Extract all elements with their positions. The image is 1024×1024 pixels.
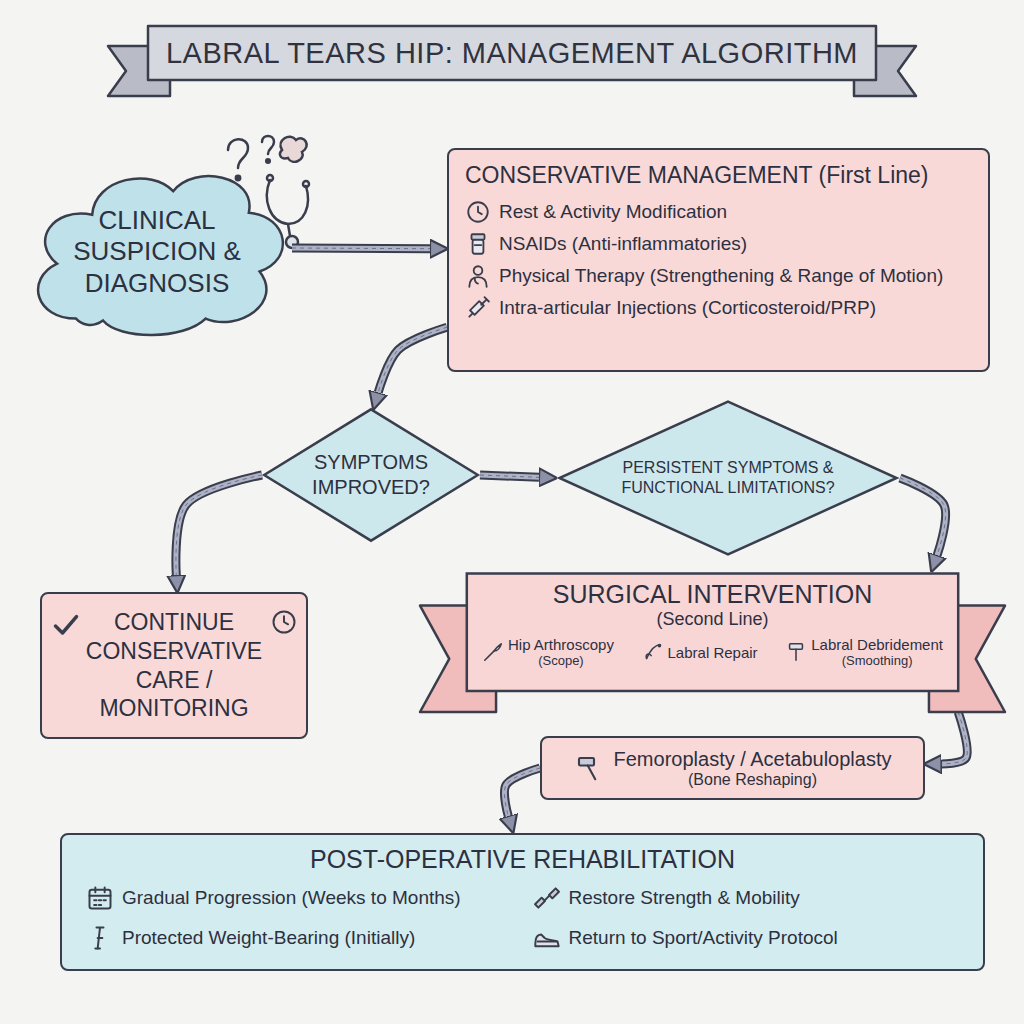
title-ribbon — [108, 26, 916, 96]
start-label: CLINICAL SUSPICION & DIAGNOSIS — [65, 205, 250, 299]
arrow-body — [378, 327, 447, 392]
rehab-item: Protected Weight-Bearing (Initially) — [86, 924, 513, 952]
item-label: Labral Repair — [668, 644, 758, 661]
list-row: Rest & Activity Modification — [465, 199, 972, 225]
continue-node: CONTINUE CONSERVATIVE CARE / MONITORING — [40, 592, 308, 739]
arrow-outline — [900, 478, 946, 555]
hammer-icon — [574, 753, 604, 783]
arrow-dash — [900, 478, 946, 555]
rehab-item: Return to Sport/Activity Protocol — [533, 924, 960, 952]
list-item: Physical Therapy (Strengthening & Range … — [499, 265, 943, 287]
arrow-outline — [942, 712, 968, 764]
crutch-icon — [86, 924, 114, 952]
arrow-outline — [292, 244, 430, 254]
arrow-body — [480, 475, 539, 477]
arrow-outline — [378, 327, 447, 392]
flow-arrow — [900, 478, 946, 555]
post-node: POST-OPERATIVE REHABILITATION Gradual Pro… — [60, 833, 985, 971]
decision-diamond — [556, 400, 900, 556]
arrow-body — [292, 246, 430, 252]
arrow-dash — [504, 768, 540, 816]
rehab-label: Return to Sport/Activity Protocol — [569, 927, 838, 949]
clock-icon — [270, 608, 298, 636]
surgery-item: Labral Repair — [642, 636, 758, 668]
flow-arrow — [504, 768, 540, 816]
item-label: Hip Arthroscopy — [508, 636, 614, 653]
list-row: NSAIDs (Anti-inflammatories) — [465, 231, 972, 257]
scalpel-icon — [482, 641, 504, 663]
list-row: Physical Therapy (Strengthening & Range … — [465, 263, 972, 289]
item-grid: Gradual Progression (Weeks to Months) Res… — [86, 884, 959, 952]
surgery-item: Hip Arthroscopy(Scope) — [482, 636, 614, 668]
doctor-icon — [465, 263, 491, 289]
syringe-icon — [465, 295, 491, 321]
item-row: Hip Arthroscopy(Scope) Labral Repair Labra… — [482, 636, 943, 668]
flow-arrow — [480, 475, 539, 477]
item-text: Labral Repair — [668, 644, 758, 661]
arrow-dash — [480, 475, 539, 477]
list-item: Intra-articular Injections (Corticostero… — [499, 297, 876, 319]
flow-arrow — [292, 248, 430, 250]
list-item: Rest & Activity Modification — [499, 201, 727, 223]
box-heading: POST-OPERATIVE REHABILITATION — [86, 845, 959, 874]
rehab-item: Gradual Progression (Weeks to Months) — [86, 884, 513, 912]
surgery-item: Labral Debridement(Smoothing) — [785, 636, 943, 668]
cloud-node: CLINICAL SUSPICION & DIAGNOSIS — [22, 150, 292, 346]
femoro-node: Femoroplasty / Acetabuloplasty(Bone Resh… — [540, 736, 925, 800]
rehab-label: Gradual Progression (Weeks to Months) — [122, 887, 461, 909]
title: LABRAL TEARS HIP: MANAGEMENT ALGORITHM — [148, 26, 876, 80]
arrow-dash — [292, 248, 430, 250]
needle-icon — [642, 641, 664, 663]
rehab-item: Restore Strength & Mobility — [533, 884, 960, 912]
arrow-body — [942, 712, 968, 764]
decision-label: PERSISTENT SYMPTOMS & FUNCTIONAL LIMITAT… — [611, 458, 845, 498]
procedure-label: Femoroplasty / Acetabuloplasty — [614, 748, 892, 771]
box-subheading: (Second Line) — [482, 609, 943, 630]
item-text: Labral Debridement(Smoothing) — [811, 636, 943, 668]
decision-diamond — [262, 408, 480, 542]
decision-label: SYMPTOMS IMPROVED? — [297, 450, 445, 500]
diamond-node: SYMPTOMS IMPROVED? — [262, 408, 480, 542]
item-note: (Scope) — [508, 653, 614, 668]
dumbbell-icon — [533, 884, 561, 912]
item-text: Femoroplasty / Acetabuloplasty(Bone Resh… — [614, 748, 892, 789]
flow-arrow — [378, 327, 447, 392]
arrow-body — [504, 768, 540, 816]
calendar-icon — [86, 884, 114, 912]
item-label: Labral Debridement — [811, 636, 943, 653]
item-text: Hip Arthroscopy(Scope) — [508, 636, 614, 668]
list-item: NSAIDs (Anti-inflammatories) — [499, 233, 747, 255]
box-heading: CONSERVATIVE MANAGEMENT (First Line) — [465, 162, 972, 189]
ribbon-node: SURGICAL INTERVENTION(Second Line) Hip Ar… — [420, 572, 1005, 712]
diamond-node: PERSISTENT SYMPTOMS & FUNCTIONAL LIMITAT… — [556, 400, 900, 556]
check-icon — [52, 612, 80, 640]
outcome-label: CONTINUE CONSERVATIVE CARE / MONITORING — [82, 608, 266, 723]
flow-arrow — [942, 712, 968, 764]
procedure-note: (Bone Reshaping) — [614, 771, 892, 789]
item-note: (Smoothing) — [811, 653, 943, 668]
razor-icon — [785, 641, 807, 663]
arrow-body — [176, 475, 262, 575]
arrow-body — [900, 478, 946, 555]
arrow-dash — [942, 712, 968, 764]
list-node: CONSERVATIVE MANAGEMENT (First Line) Rest… — [447, 148, 990, 372]
rehab-label: Protected Weight-Bearing (Initially) — [122, 927, 415, 949]
arrow-outline — [504, 768, 540, 816]
arrow-dash — [378, 327, 447, 392]
flow-arrow — [176, 475, 262, 575]
arrow-outline — [480, 475, 539, 477]
rehab-label: Restore Strength & Mobility — [569, 887, 800, 909]
clock-icon — [465, 199, 491, 225]
arrow-outline — [176, 475, 262, 575]
list-row: Intra-articular Injections (Corticostero… — [465, 295, 972, 321]
pill-icon — [465, 231, 491, 257]
shoe-icon — [533, 924, 561, 952]
arrow-dash — [176, 475, 262, 575]
box-heading: SURGICAL INTERVENTION — [482, 580, 943, 609]
